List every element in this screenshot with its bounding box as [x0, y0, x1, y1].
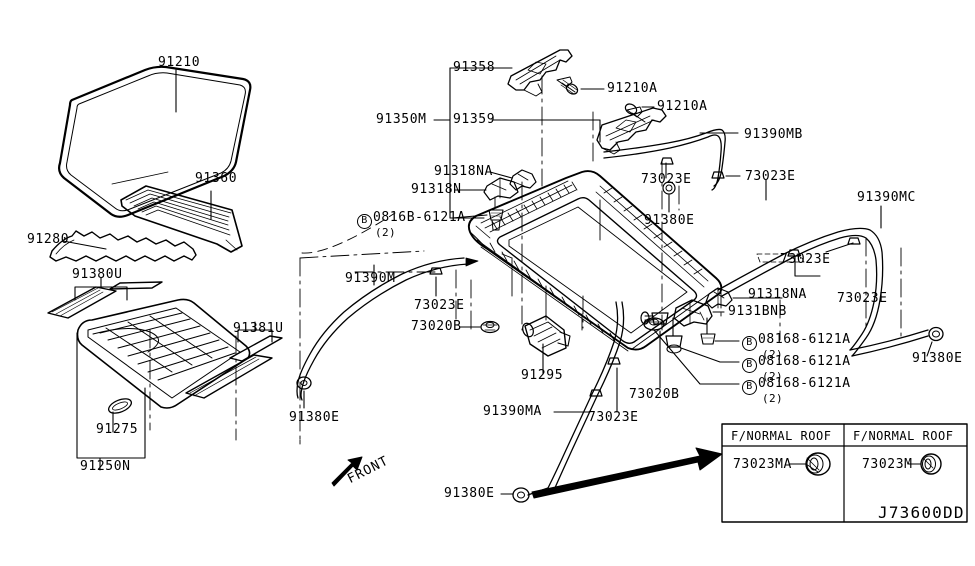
label-73023e-f: 73023E — [588, 410, 639, 425]
link-91358 — [507, 49, 579, 97]
label-qty-2: (2) — [762, 370, 784, 383]
drain-hose-91390m — [296, 257, 479, 401]
circle-b-marker-3: B — [742, 380, 757, 395]
rail-91381u — [185, 335, 283, 399]
seal-91280 — [49, 230, 197, 262]
label-91360: 91360 — [195, 171, 238, 186]
label-91210a-right: 91210A — [657, 99, 708, 114]
label-91318na-right: 91318NA — [748, 287, 807, 302]
grommet-73023ma-shape — [805, 452, 831, 476]
bolt-08168-3 — [640, 311, 669, 325]
bolt-number-left: 0816B-6121A — [373, 210, 466, 225]
rail-91380u — [47, 281, 163, 319]
label-91380u: 91380U — [72, 267, 123, 282]
label-73023e-b: 73023E — [745, 169, 796, 184]
label-73023e-c: 73023E — [780, 252, 831, 267]
label-91359: 91359 — [453, 112, 496, 127]
label-73020b-right: 73020B — [629, 387, 680, 402]
leader-lines — [62, 67, 933, 495]
nut-73020b-left — [480, 320, 500, 334]
legend-arrow — [531, 447, 723, 499]
label-91381u: 91381U — [233, 321, 284, 336]
front-arrow — [331, 456, 363, 487]
legend-title-2: F/NORMAL ROOF — [853, 429, 954, 443]
legend-part-1: 73023MA — [733, 457, 792, 472]
sunroof-frame-assembly — [467, 170, 723, 352]
label-91380e-bottom: 91380E — [444, 486, 495, 501]
bolt-number-3: 08168-6121A — [758, 376, 851, 391]
label-91210: 91210 — [158, 55, 201, 70]
label-73023e-a: 73023E — [641, 172, 692, 187]
circle-b-marker-2: B — [742, 358, 757, 373]
label-91390ma: 91390MA — [483, 404, 542, 419]
label-73023e-d: 73023E — [837, 291, 888, 306]
bracket-9131bnb — [673, 299, 713, 327]
bolt-number-2: 08168-6121A — [758, 354, 851, 369]
drain-hose-91390mb — [603, 128, 726, 195]
label-91380e-top: 91380E — [644, 213, 695, 228]
label-91280: 91280 — [27, 232, 70, 247]
drawing-number: J73600DD — [878, 503, 965, 522]
legend-box-frame — [721, 423, 968, 523]
weatherstrip-91360 — [120, 185, 243, 253]
label-qty-3: (2) — [762, 392, 784, 405]
bracket-91318na-right — [705, 287, 733, 309]
label-91350m: 91350M — [376, 112, 427, 127]
drain-hose-91390ma — [512, 301, 625, 503]
motor-91295 — [522, 315, 571, 357]
legend-title-1: F/NORMAL ROOF — [731, 429, 832, 443]
legend-part-2: 73023M — [862, 457, 913, 472]
bolt-number-1: 08168-6121A — [758, 332, 851, 347]
drain-hose-91390mc — [717, 227, 944, 357]
label-73020b-left: 73020B — [411, 319, 462, 334]
label-9131bnb: 9131BNB — [728, 304, 787, 319]
label-91380e-right: 91380E — [912, 351, 963, 366]
bracket-91318n — [483, 177, 519, 231]
circle-b-marker-1: B — [742, 336, 757, 351]
label-91380e-left: 91380E — [289, 410, 340, 425]
label-91358: 91358 — [453, 60, 496, 75]
link-91359 — [596, 103, 667, 155]
bolt-08168-1 — [700, 317, 716, 345]
grommet-73023m-shape — [920, 453, 942, 475]
label-91318na-top: 91318NA — [434, 164, 493, 179]
label-91295: 91295 — [521, 368, 564, 383]
glass-lid-shape — [58, 65, 252, 218]
label-qty-left: (2) — [375, 226, 397, 239]
bracket-91318na-top — [509, 169, 537, 191]
construction-lines — [149, 75, 902, 443]
label-91390mc: 91390MC — [857, 190, 916, 205]
label-91210a-top: 91210A — [607, 81, 658, 96]
sunshade-assembly-91250n — [76, 298, 251, 414]
circle-b-marker: B — [357, 214, 372, 229]
label-91275: 91275 — [96, 422, 139, 437]
label-qty-1: (2) — [762, 348, 784, 361]
label-91390m: 91390M — [345, 271, 396, 286]
label-73023e-e: 73023E — [414, 298, 465, 313]
label-91318n: 91318N — [411, 182, 462, 197]
label-91390mb: 91390MB — [744, 127, 803, 142]
label-91250n: 91250N — [80, 459, 131, 474]
